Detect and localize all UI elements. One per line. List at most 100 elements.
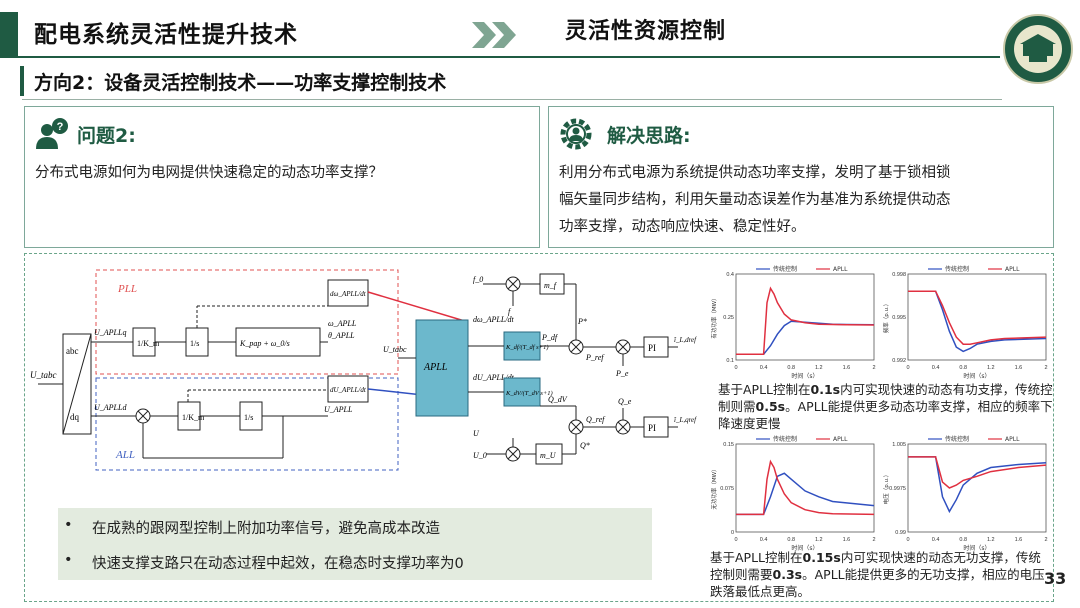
x-tick-label: 0.4	[760, 537, 768, 543]
du-dt-block	[327, 375, 369, 403]
bullet-text-1: 在成熟的跟网型控制上附加功率信号，避免高成本改造	[92, 521, 440, 537]
kdv-label: K_dV/(T_dV s+1)	[505, 390, 553, 397]
all-label: ALL	[115, 449, 135, 461]
x-tick-label: 0	[734, 365, 737, 371]
x-tick-label: 0.8	[959, 365, 967, 371]
u-aplld-label: U_APLLd	[94, 403, 127, 412]
series-line	[736, 472, 875, 516]
question-panel: ? 问题2: 分布式电源如何为电网提供快速稳定的动态功率支撑？	[24, 106, 540, 248]
y-tick-label: 0.99	[895, 530, 906, 536]
x-tick-label: 0.4	[760, 365, 768, 371]
subtitle-divider	[22, 99, 1002, 100]
kdf-label: K_df/(T_df s+1)	[505, 344, 549, 351]
y-tick-label: 0.992	[892, 358, 906, 364]
legend-label: APLL	[1005, 266, 1020, 273]
plot-frame	[907, 273, 1047, 361]
mf-label: m_f	[544, 281, 558, 290]
kp-label: K_pap + ω_0/s	[239, 339, 290, 348]
pll-region	[95, 269, 399, 375]
header-accent-bar	[0, 12, 18, 56]
bullet-text-2: 快速支撑支路只在动态过程中起效，在稳态时支撑功率为0	[92, 556, 464, 572]
university-logo	[1003, 14, 1073, 84]
dq-label: dq	[70, 412, 80, 422]
mu-label: m_U	[540, 451, 557, 460]
id-ref-label: î_L,dref	[674, 336, 697, 344]
km-label-pll: 1/K_m	[137, 339, 160, 348]
caption-bottom-part1: 基于APLL控制在	[710, 550, 803, 565]
x-tick-label: 0.4	[932, 365, 940, 371]
series-line	[908, 456, 1047, 514]
y-tick-label: 0.998	[892, 272, 906, 278]
solution-heading: 解决思路:	[607, 125, 691, 147]
header-divider	[0, 56, 1000, 58]
u-abc-input: U_tabc	[30, 370, 57, 380]
question-heading: 问题2:	[77, 125, 136, 147]
y-tick-label: 0.25	[723, 315, 734, 321]
svg-text:?: ?	[57, 121, 64, 133]
caption-top-part2: 内可实现快速的动态有功支撑，传统控制则需	[718, 382, 1053, 414]
y-tick-label: 0	[731, 530, 734, 536]
y-tick-label: 0.9975	[889, 486, 906, 492]
x-tick-label: 0	[906, 365, 909, 371]
x-tick-label: 0	[734, 537, 737, 543]
header-accent-stripe	[20, 12, 23, 56]
plot-frame	[735, 273, 875, 361]
caption-top-part3: 。APLL能提供更多动态功率支撑，相应的频率下降速度更慢	[718, 399, 1053, 431]
x-axis-label: 时间（s）	[963, 372, 990, 380]
y-axis-label: 无功功率（MW）	[710, 466, 718, 509]
page-number: 33	[1044, 569, 1067, 588]
legend-label: APLL	[833, 266, 848, 273]
x-tick-label: 1.2	[815, 365, 823, 371]
u-apll-label: U_APLL	[324, 405, 353, 414]
iq-ref-label: î_L,qref	[674, 416, 697, 424]
q-dv-label: Q_dV	[548, 395, 568, 404]
p-star-label: P*	[577, 317, 587, 326]
pi-label-q: PI	[648, 423, 656, 433]
x-tick-label: 1.2	[987, 537, 995, 543]
y-axis-label: 频率（p.u.）	[882, 301, 890, 333]
chevron-arrows-icon	[472, 22, 516, 48]
p-df-label: P_df	[541, 333, 559, 342]
pi-block-pll	[235, 327, 321, 357]
caption-bottom-part3: 。APLL能提供更多的无功支撑，相应的电压跌落最低点更高。	[710, 567, 1045, 599]
u-tabc-apll-input: U_tabc	[383, 345, 407, 354]
y-tick-label: 0.075	[720, 486, 734, 492]
legend-label: 传统控制	[945, 435, 969, 443]
legend-label: 传统控制	[773, 265, 797, 273]
series-line	[908, 290, 1047, 345]
p-ref-label: P_ref	[585, 353, 605, 362]
solution-line-2: 幅矢量同步结构，利用矢量动态误差作为基准为系统提供动态	[559, 192, 951, 208]
theta-label: θ_APLL	[328, 331, 355, 340]
dw-dt-block	[327, 279, 369, 307]
legend-label: APLL	[1005, 436, 1020, 443]
bullet-dot-2: •	[64, 552, 73, 568]
u-apllq-label: U_APLLq	[94, 328, 126, 337]
caption-top: 基于APLL控制在0.1s内可实现快速的动态有功支撑，传统控制则需0.5s。AP…	[718, 381, 1058, 432]
km-label-all: 1/K_m	[182, 413, 205, 422]
x-tick-label: 2	[1044, 537, 1047, 543]
question-text: 分布式电源如何为电网提供快速稳定的动态功率支撑？	[35, 165, 383, 181]
caption-bottom: 基于APLL控制在0.15s内可实现快速的动态无功支撑，传统控制则需要0.3s。…	[710, 549, 1045, 600]
x-tick-label: 1.6	[1015, 537, 1023, 543]
bullet-dot-1: •	[64, 517, 73, 533]
apll-block	[415, 319, 469, 417]
solution-line-1: 利用分布式电源为系统提供动态功率支撑，发明了基于锁相锁	[559, 165, 951, 181]
x-tick-label: 2	[1044, 365, 1047, 371]
plot-frame	[907, 443, 1047, 533]
integrator-label-all: 1/s	[244, 413, 253, 422]
y-tick-label: 0.15	[723, 442, 734, 448]
series-line	[908, 456, 1047, 489]
page-title: 配电系统灵活性提升技术	[34, 22, 298, 48]
plot-frame	[735, 443, 875, 533]
u-label: U	[473, 429, 480, 438]
caption-top-time1: 0.1s	[810, 382, 841, 397]
y-tick-label: 1.005	[892, 442, 906, 448]
y-tick-label: 0.4	[726, 272, 734, 278]
x-tick-label: 0.4	[932, 537, 940, 543]
all-region	[95, 377, 399, 471]
dw-signal-label: dω_APLL/dt	[473, 315, 515, 324]
